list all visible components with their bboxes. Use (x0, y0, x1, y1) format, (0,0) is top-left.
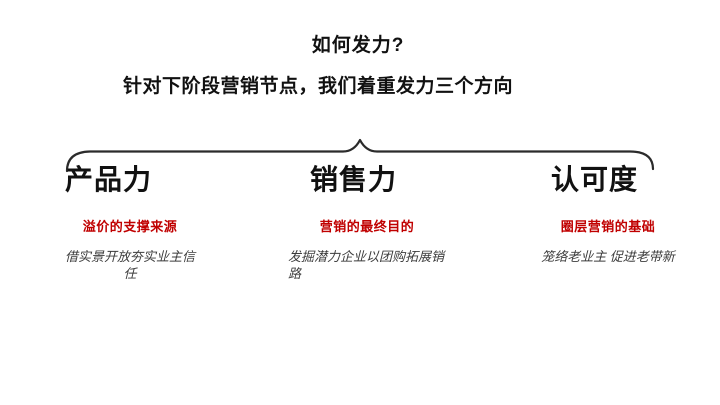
slide-title: 如何发力? (311, 35, 405, 56)
column-recognition: 认可度 圈层营销的基础 笼络老业主 促进老带新 (533, 163, 683, 265)
column-tagline: 营销的最终目的 (319, 219, 415, 234)
column-description: 笼络老业主 促进老带新 (541, 249, 675, 264)
column-sales-power: 销售力 营销的最终目的 发掘潜力企业以团购拓展销路 (288, 163, 446, 282)
column-tagline: 溢价的支撑来源 (82, 219, 178, 234)
column-description: 借实景开放夯实业主信任 (64, 249, 195, 281)
column-description: 发掘潜力企业以团购拓展销路 (288, 249, 445, 281)
brace-shape (65, 138, 655, 173)
column-heading: 销售力 (310, 164, 398, 195)
column-product-power: 产品力 溢价的支撑来源 借实景开放夯实业主信任 (55, 163, 205, 282)
column-heading: 产品力 (65, 164, 153, 195)
slide-subtitle: 针对下阶段营销节点，我们着重发力三个方向 (122, 76, 513, 97)
top-brace (60, 135, 660, 177)
column-heading: 认可度 (551, 164, 639, 195)
column-tagline: 圈层营销的基础 (560, 219, 656, 234)
